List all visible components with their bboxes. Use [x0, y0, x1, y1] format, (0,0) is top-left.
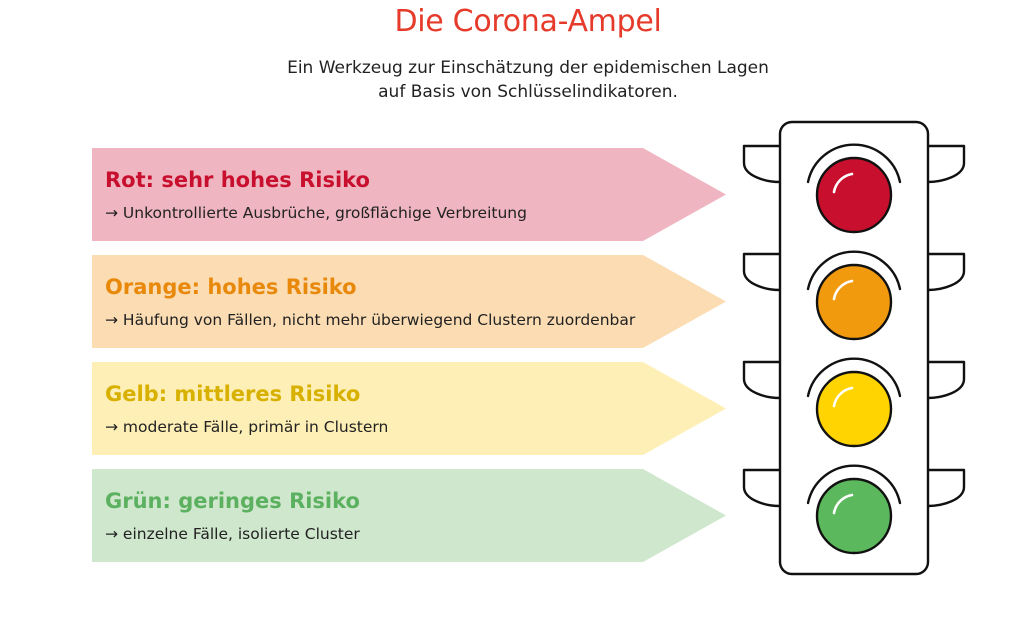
- hood-left-3: [742, 360, 781, 400]
- subtitle-line-2: auf Basis von Schlüsselindikatoren.: [378, 82, 678, 102]
- traffic-light-icon: [742, 120, 966, 576]
- risk-label-orange: Orange: hohes Risiko: [105, 275, 357, 299]
- page-title: Die Corona-Ampel: [394, 4, 662, 39]
- risk-description-orange: → Häufung von Fällen, nicht mehr überwie…: [105, 311, 636, 329]
- hood-right-1: [927, 144, 966, 184]
- risk-label-yellow: Gelb: mittleres Risiko: [105, 382, 361, 406]
- risk-label-red: Rot: sehr hohes Risiko: [105, 168, 370, 192]
- lamp-orange: [815, 263, 893, 341]
- hood-right-4: [927, 468, 966, 508]
- risk-arrow-green: Grün: geringes Risiko → einzelne Fälle, …: [92, 469, 726, 562]
- hood-left-2: [742, 252, 781, 292]
- risk-description-green: → einzelne Fälle, isolierte Cluster: [105, 525, 360, 543]
- lamp-yellow: [815, 370, 893, 448]
- lamp-red: [815, 156, 893, 234]
- risk-description-yellow: → moderate Fälle, primär in Clustern: [105, 418, 389, 436]
- risk-label-green: Grün: geringes Risiko: [105, 489, 360, 513]
- hood-left-4: [742, 468, 781, 508]
- hood-left-1: [742, 144, 781, 184]
- risk-arrow-red: Rot: sehr hohes Risiko → Unkontrollierte…: [92, 148, 726, 241]
- hood-right-3: [927, 360, 966, 400]
- traffic-light-housing: [778, 120, 930, 576]
- page-subtitle: Ein Werkzeug zur Einschätzung der epidem…: [0, 56, 1030, 104]
- risk-description-red: → Unkontrollierte Ausbrüche, großflächig…: [105, 204, 527, 222]
- risk-arrow-orange: Orange: hohes Risiko → Häufung von Fälle…: [92, 255, 726, 348]
- lamp-green: [815, 477, 893, 555]
- risk-arrow-yellow: Gelb: mittleres Risiko → moderate Fälle,…: [92, 362, 726, 455]
- subtitle-line-1: Ein Werkzeug zur Einschätzung der epidem…: [287, 58, 769, 78]
- hood-right-2: [927, 252, 966, 292]
